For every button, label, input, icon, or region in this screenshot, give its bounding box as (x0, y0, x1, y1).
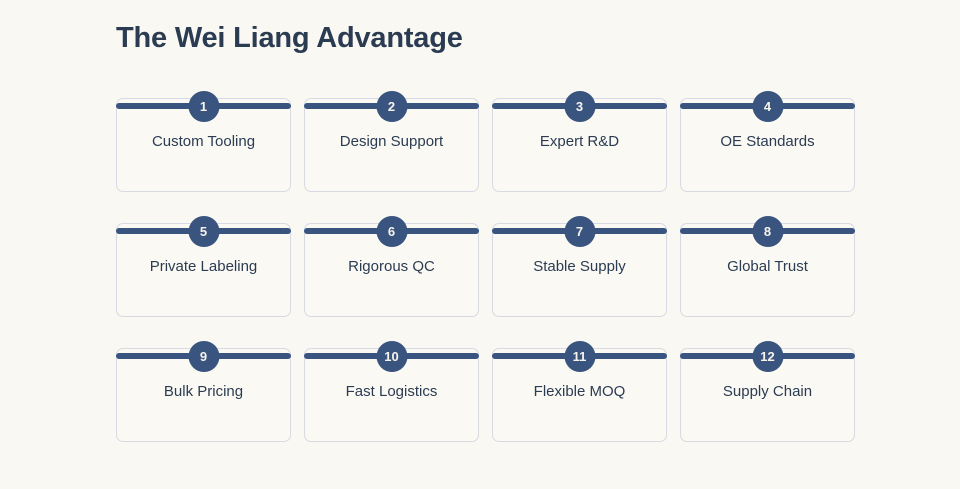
advantage-card[interactable]: 6 Rigorous QC (304, 216, 479, 317)
card-label: Design Support (339, 132, 444, 150)
card-label: OE Standards (720, 132, 815, 150)
card-number-badge: 8 (752, 216, 783, 247)
advantage-card[interactable]: 3 Expert R&D (492, 91, 667, 192)
card-label: Custom Tooling (151, 132, 256, 150)
advantage-card[interactable]: 12 Supply Chain (680, 341, 855, 442)
card-number-badge: 12 (752, 341, 783, 372)
advantage-card[interactable]: 1 Custom Tooling (116, 91, 291, 192)
card-number-badge: 11 (564, 341, 595, 372)
advantage-card[interactable]: 11 Flexible MOQ (492, 341, 667, 442)
advantage-card[interactable]: 2 Design Support (304, 91, 479, 192)
advantage-card-grid: 1 Custom Tooling 2 Design Support 3 Expe… (116, 91, 855, 442)
card-label: Flexible MOQ (533, 382, 626, 400)
card-label: Global Trust (727, 257, 808, 275)
card-number-badge: 6 (376, 216, 407, 247)
card-label: Supply Chain (722, 382, 813, 400)
card-number-badge: 3 (564, 91, 595, 122)
card-label: Bulk Pricing (163, 382, 244, 400)
card-label: Stable Supply (533, 257, 626, 275)
card-number-badge: 9 (188, 341, 219, 372)
card-number-badge: 7 (564, 216, 595, 247)
advantage-card[interactable]: 8 Global Trust (680, 216, 855, 317)
card-number-badge: 1 (188, 91, 219, 122)
advantage-card[interactable]: 5 Private Labeling (116, 216, 291, 317)
page-title: The Wei Liang Advantage (116, 22, 463, 54)
advantage-card[interactable]: 9 Bulk Pricing (116, 341, 291, 442)
card-label: Rigorous QC (348, 257, 435, 275)
advantage-card[interactable]: 7 Stable Supply (492, 216, 667, 317)
card-number-badge: 10 (376, 341, 407, 372)
card-label: Expert R&D (539, 132, 620, 150)
card-number-badge: 4 (752, 91, 783, 122)
card-label: Fast Logistics (345, 382, 438, 400)
card-label: Private Labeling (149, 257, 258, 275)
advantage-card[interactable]: 10 Fast Logistics (304, 341, 479, 442)
card-number-badge: 2 (376, 91, 407, 122)
card-number-badge: 5 (188, 216, 219, 247)
advantage-card[interactable]: 4 OE Standards (680, 91, 855, 192)
